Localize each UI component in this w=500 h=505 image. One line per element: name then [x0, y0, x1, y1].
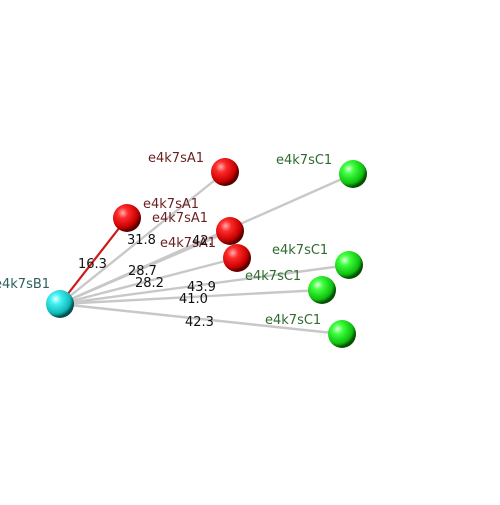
atom-label-layer: e4k7sA1 e4k7sA1 e4k7sA1 e4k7sA1 e4k7sC1 …: [0, 151, 332, 328]
distance-label-8: 42.3: [185, 315, 214, 330]
distance-label-2: 31.8: [127, 233, 156, 248]
atom-sphere-center[interactable]: [46, 290, 74, 318]
distance-label-4: 28.2: [135, 276, 164, 291]
atom-sphere-8[interactable]: [328, 320, 356, 348]
distance-label-layer: 16.3 31.8 28.7 28.2 42. 43.9 41.0 42.3: [78, 233, 216, 330]
distance-label-6: 43.9: [187, 280, 216, 295]
atom-layer: [46, 158, 367, 348]
atom-sphere-4[interactable]: [223, 244, 251, 272]
atom-label-8: e4k7sC1: [265, 313, 321, 328]
atom-sphere-3[interactable]: [216, 217, 244, 245]
atom-label-3: e4k7sA1: [152, 211, 208, 226]
atom-label-5: e4k7sC1: [276, 153, 332, 168]
atom-sphere-6[interactable]: [335, 251, 363, 279]
distance-label-7: 41.0: [179, 292, 208, 307]
bond-layer: [58, 170, 355, 336]
atom-sphere-1[interactable]: [113, 204, 141, 232]
atom-label-center: e4k7sB1: [0, 277, 50, 292]
bond-line-4: [58, 256, 239, 306]
distance-label-5: 42.: [192, 234, 213, 249]
atom-sphere-5[interactable]: [339, 160, 367, 188]
atom-sphere-7[interactable]: [308, 276, 336, 304]
bond-line-2: [58, 170, 227, 306]
distance-label-3: 28.7: [128, 264, 157, 279]
atom-label-6: e4k7sC1: [272, 243, 328, 258]
atom-sphere-2[interactable]: [211, 158, 239, 186]
distance-label-1: 16.3: [78, 257, 107, 272]
atom-label-7: e4k7sC1: [245, 269, 301, 284]
bond-line-6: [58, 263, 351, 306]
bond-line-8: [58, 302, 344, 336]
bond-line-7: [58, 288, 324, 306]
atom-label-4: e4k7sA1: [160, 236, 216, 251]
atom-label-2: e4k7sA1: [148, 151, 204, 166]
bond-line-1: [58, 216, 129, 306]
atom-label-1: e4k7sA1: [143, 197, 199, 212]
bond-line-5: [58, 172, 355, 306]
